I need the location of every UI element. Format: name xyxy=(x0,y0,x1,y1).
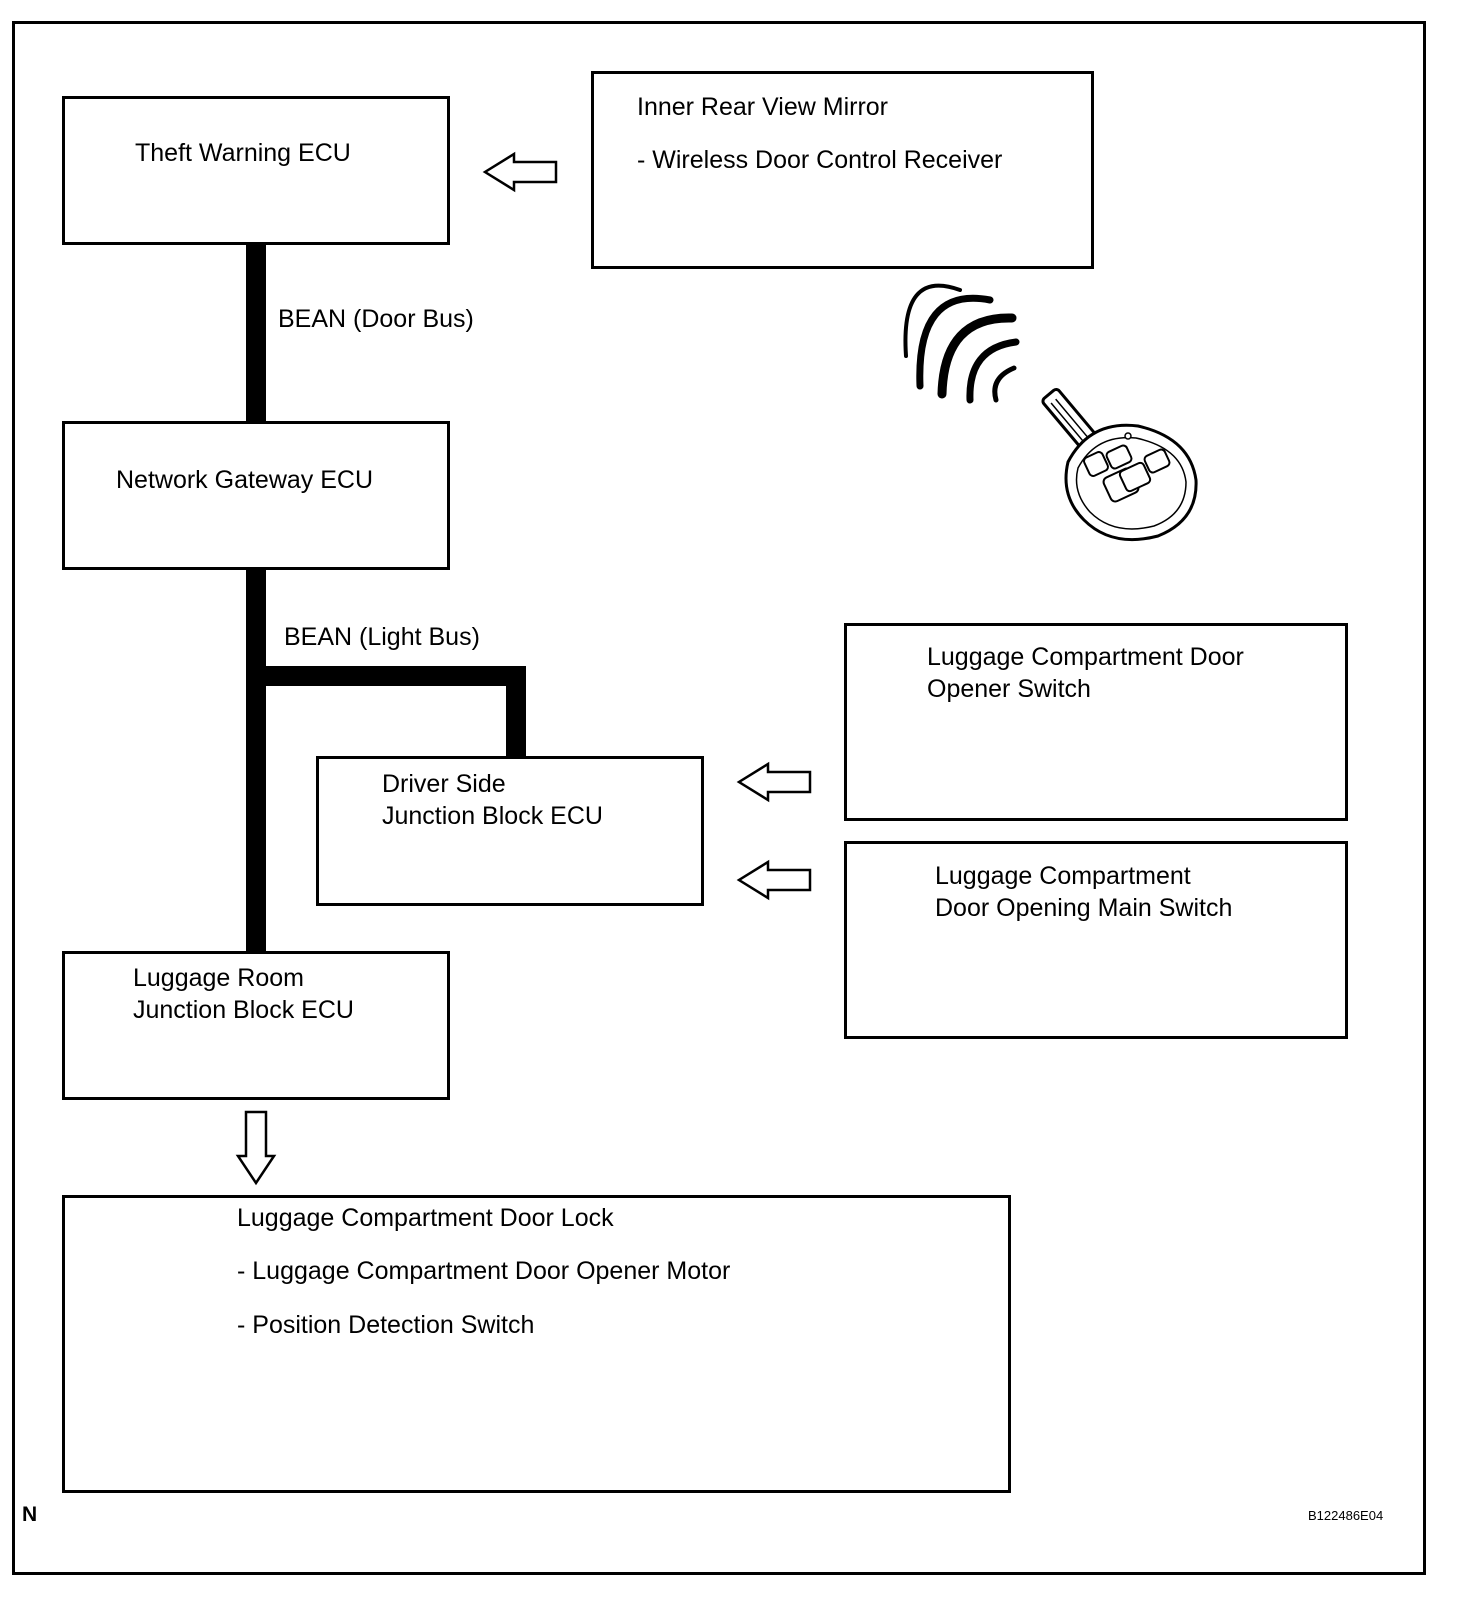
inner-rear-view-mirror-box: Inner Rear View Mirror - Wireless Door C… xyxy=(591,71,1094,269)
wireless-door-control-receiver-label: - Wireless Door Control Receiver xyxy=(637,146,1003,174)
mirror-title: Inner Rear View Mirror xyxy=(637,93,889,121)
luggage-door-opener-switch-box: Luggage Compartment Door Opener Switch xyxy=(844,623,1348,821)
luggage-door-lock-box: Luggage Compartment Door Lock - Luggage … xyxy=(62,1195,1011,1493)
arrow-left-icon xyxy=(736,859,812,901)
opener-switch-line1: Luggage Compartment Door xyxy=(927,643,1244,671)
arrow-down-icon xyxy=(235,1110,277,1186)
door-opener-motor-label: - Luggage Compartment Door Opener Motor xyxy=(237,1257,731,1285)
opener-switch-line2: Opener Switch xyxy=(927,675,1091,703)
theft-warning-ecu-box: Theft Warning ECU xyxy=(62,96,450,245)
luggage-jb-line2: Junction Block ECU xyxy=(133,996,354,1024)
door-lock-title: Luggage Compartment Door Lock xyxy=(237,1204,614,1232)
light-bus-branch-horizontal xyxy=(246,666,526,686)
corner-mark-left: N xyxy=(22,1503,38,1526)
luggage-room-junction-block-ecu-box: Luggage Room Junction Block ECU xyxy=(62,951,450,1100)
theft-warning-ecu-label: Theft Warning ECU xyxy=(135,139,351,167)
radio-wave-icon xyxy=(903,283,1020,404)
arrow-left-icon xyxy=(482,151,558,193)
driver-jb-line1: Driver Side xyxy=(382,770,506,798)
light-bus-trunk-line xyxy=(246,569,266,952)
network-gateway-ecu-box: Network Gateway ECU xyxy=(62,421,450,570)
figure-code: B122486E04 xyxy=(1308,1508,1384,1523)
luggage-door-main-switch-box: Luggage Compartment Door Opening Main Sw… xyxy=(844,841,1348,1039)
door-bus-label: BEAN (Door Bus) xyxy=(278,305,474,333)
position-detection-switch-label: - Position Detection Switch xyxy=(237,1311,535,1339)
light-bus-branch-vertical xyxy=(506,666,526,758)
wireless-key-remote-icon xyxy=(1041,387,1198,542)
driver-jb-line2: Junction Block ECU xyxy=(382,802,603,830)
main-switch-line2: Door Opening Main Switch xyxy=(935,894,1233,922)
light-bus-label: BEAN (Light Bus) xyxy=(284,623,480,651)
luggage-jb-line1: Luggage Room xyxy=(133,964,304,992)
network-gateway-ecu-label: Network Gateway ECU xyxy=(116,466,374,494)
diagram-frame xyxy=(12,21,1426,1575)
main-switch-line1: Luggage Compartment xyxy=(935,862,1191,890)
arrow-left-icon xyxy=(736,761,812,803)
driver-side-junction-block-ecu-box: Driver Side Junction Block ECU xyxy=(316,756,704,906)
door-bus-line xyxy=(246,244,266,422)
